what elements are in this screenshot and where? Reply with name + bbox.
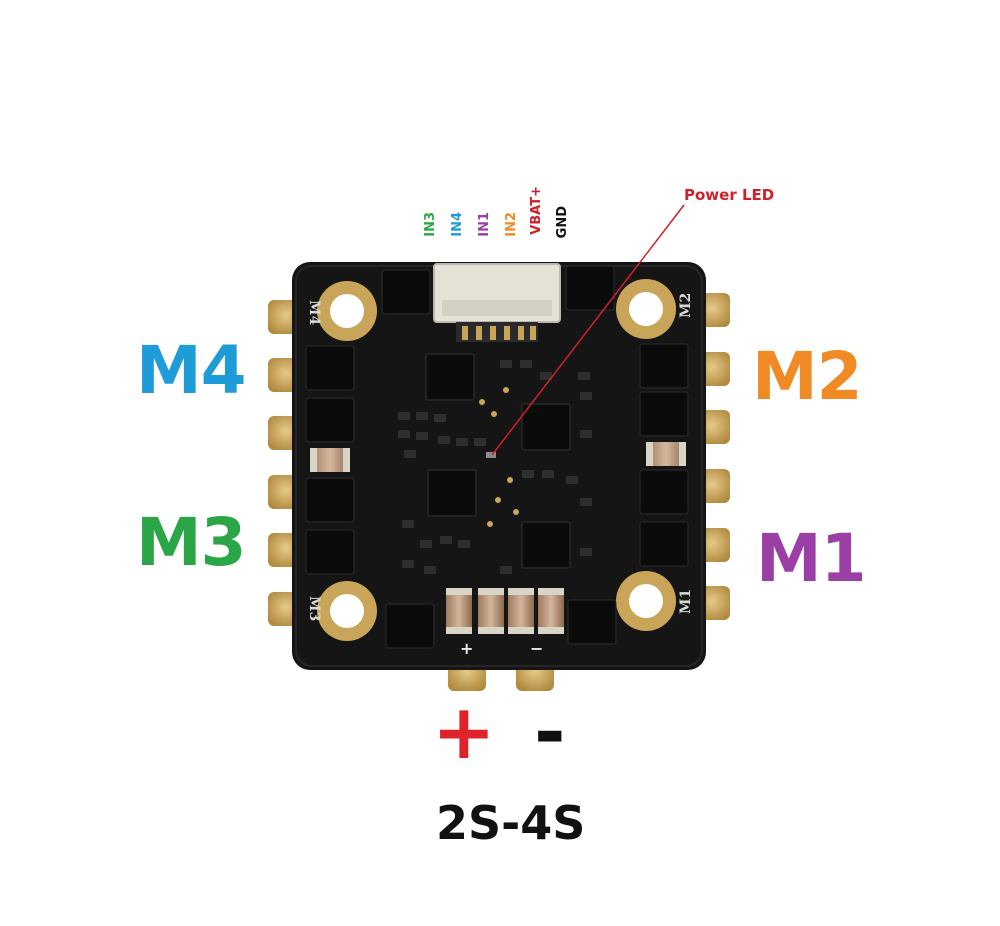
power-minus-label: - bbox=[534, 687, 566, 776]
motor-label-m1: M1 bbox=[756, 520, 867, 597]
pin-label-in4: IN4 bbox=[450, 212, 465, 237]
pin-label-in1: IN1 bbox=[477, 212, 492, 237]
motor-label-m4: M4 bbox=[136, 332, 247, 409]
mcu-chip bbox=[521, 521, 571, 569]
silk-m4: M4 bbox=[306, 300, 322, 325]
voltage-rating: 2S-4S bbox=[436, 796, 586, 850]
mosfet-chip bbox=[305, 477, 355, 523]
mosfet-chip bbox=[639, 469, 689, 515]
mounting-hole bbox=[629, 584, 663, 618]
power-plus-label: + bbox=[432, 687, 496, 776]
signal-connector bbox=[433, 263, 561, 342]
silk-m1: M1 bbox=[678, 589, 694, 614]
mosfet-chip bbox=[639, 521, 689, 567]
mosfet-chip bbox=[305, 529, 355, 575]
silk-m3: M3 bbox=[306, 596, 322, 621]
mcu-chips bbox=[425, 353, 571, 569]
passive-components bbox=[398, 360, 592, 574]
bulk-capacitors bbox=[446, 588, 564, 634]
mosfet-chip bbox=[385, 603, 435, 649]
mosfets bbox=[305, 265, 689, 649]
mounting-hole bbox=[629, 292, 663, 326]
mosfet-chip bbox=[567, 599, 617, 645]
side-capacitor-right bbox=[646, 442, 686, 466]
pin-label-vbat: VBAT+ bbox=[529, 186, 544, 235]
mounting-hole bbox=[330, 594, 364, 628]
mounting-hole bbox=[330, 294, 364, 328]
pin-label-in2: IN2 bbox=[504, 212, 519, 237]
pin-label-gnd: GND bbox=[555, 206, 570, 239]
mounting-holes bbox=[317, 279, 676, 641]
power-led bbox=[486, 452, 496, 458]
pcb bbox=[292, 262, 706, 670]
power-led-callout-line bbox=[491, 204, 685, 456]
side-capacitor-left bbox=[310, 448, 350, 472]
motor-label-m2: M2 bbox=[752, 338, 863, 415]
mosfet-chip bbox=[639, 343, 689, 389]
mcu-chip bbox=[425, 353, 475, 401]
silk-m2: M2 bbox=[678, 293, 694, 318]
mosfet-chip bbox=[639, 391, 689, 437]
silk-minus: − bbox=[530, 639, 543, 658]
mosfet-chip bbox=[305, 397, 355, 443]
mcu-chip bbox=[427, 469, 477, 517]
power-led-label: Power LED bbox=[684, 186, 775, 204]
mosfet-chip bbox=[565, 265, 615, 311]
mosfet-chip bbox=[305, 345, 355, 391]
mosfet-chip bbox=[381, 269, 431, 315]
motor-label-m3: M3 bbox=[136, 504, 247, 581]
pin-label-in3: IN3 bbox=[423, 212, 438, 237]
silk-plus: + bbox=[460, 639, 473, 658]
mcu-chip bbox=[521, 403, 571, 451]
